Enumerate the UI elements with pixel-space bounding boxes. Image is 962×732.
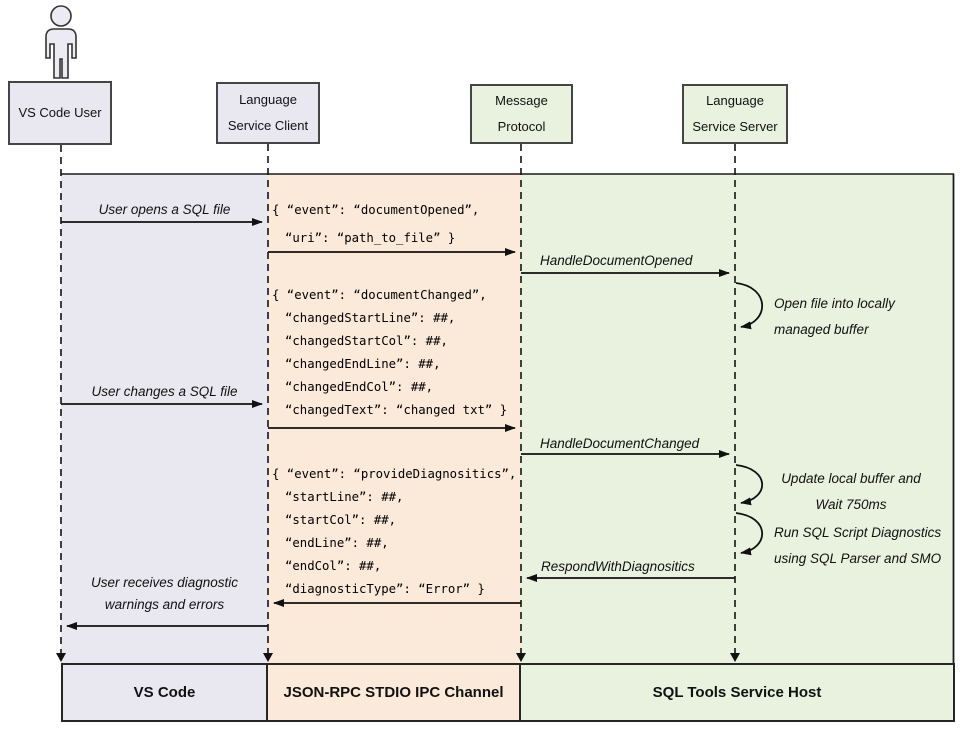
- footer-vscode: VS Code: [61, 663, 268, 722]
- payload-line: “changedText”: “changed txt” }: [285, 403, 508, 417]
- payload-line: “changedEndCol”: ##,: [285, 380, 434, 394]
- participant-language-service-client: Language Service Client: [216, 82, 320, 144]
- lane-ipc-channel: [268, 174, 521, 663]
- participant-label: VS Code User: [18, 105, 102, 120]
- label-run-diagnostics-line2: using SQL Parser and SMO: [774, 551, 942, 566]
- label-handle-document-changed: HandleDocumentChanged: [540, 436, 700, 451]
- label-update-buffer-line2: Wait 750ms: [815, 497, 887, 512]
- payload-line: “changedEndLine”: ##,: [285, 357, 441, 371]
- participant-label-line2: Service Client: [227, 118, 309, 133]
- label-respond-with-diagnostics: RespondWithDiagnositics: [541, 559, 695, 574]
- payload-document-opened: { “event”: “documentOpened”, “uri”: “pat…: [272, 196, 479, 252]
- payload-line: { “event”: “provideDiagnositics”,: [272, 467, 517, 481]
- payload-line: “changedStartLine”: ##,: [285, 311, 456, 325]
- payload-line: “endCol”: ##,: [285, 559, 382, 573]
- participant-label-line1: Language: [239, 92, 297, 107]
- footer-label: JSON-RPC STDIO IPC Channel: [283, 684, 504, 701]
- payload-line: { “event”: “documentOpened”,: [272, 203, 480, 217]
- payload-line: “changedStartCol”: ##,: [285, 334, 448, 348]
- label-run-diagnostics-line1: Run SQL Script Diagnostics: [774, 525, 942, 540]
- label-open-file-line2: managed buffer: [774, 322, 869, 337]
- payload-line: “endLine”: ##,: [285, 536, 389, 550]
- payload-line: “diagnosticType”: “Error” }: [285, 582, 485, 596]
- participant-label-line1: Message: [495, 93, 548, 108]
- participant-label-line2: Protocol: [497, 119, 546, 134]
- payload-line: “startCol”: ##,: [285, 513, 397, 527]
- footer-sql-tools-service-host: SQL Tools Service Host: [519, 663, 955, 722]
- label-user-changes: User changes a SQL file: [91, 384, 238, 399]
- user-actor-icon: [45, 5, 77, 79]
- participant-vscode-user: VS Code User: [8, 81, 112, 145]
- label-open-file-line1: Open file into locally: [774, 296, 895, 311]
- footer-label: VS Code: [133, 684, 196, 701]
- footer-json-rpc-channel: JSON-RPC STDIO IPC Channel: [266, 663, 521, 722]
- footer-label: SQL Tools Service Host: [652, 684, 822, 701]
- payload-provide-diagnostics: { “event”: “provideDiagnositics”, “start…: [272, 463, 516, 601]
- participant-language-service-server: Language Service Server: [682, 84, 788, 144]
- participant-message-protocol: Message Protocol: [470, 84, 573, 144]
- label-user-receives-line1: User receives diagnostic: [90, 575, 239, 590]
- payload-line: { “event”: “documentChanged”,: [272, 288, 487, 302]
- payload-line: “startLine”: ##,: [285, 490, 404, 504]
- label-update-buffer-line1: Update local buffer and: [781, 471, 921, 486]
- lane-service-host: [521, 174, 954, 663]
- label-user-opens: User opens a SQL file: [98, 202, 231, 217]
- payload-line: “uri”: “path_to_file” }: [285, 231, 456, 245]
- payload-document-changed: { “event”: “documentChanged”, “changedSt…: [272, 284, 508, 422]
- label-handle-document-opened: HandleDocumentOpened: [540, 253, 693, 268]
- lane-vscode: [61, 174, 268, 663]
- label-user-receives-line2: warnings and errors: [104, 597, 225, 612]
- participant-label-line2: Service Server: [692, 119, 778, 134]
- participant-label-line1: Language: [706, 93, 764, 108]
